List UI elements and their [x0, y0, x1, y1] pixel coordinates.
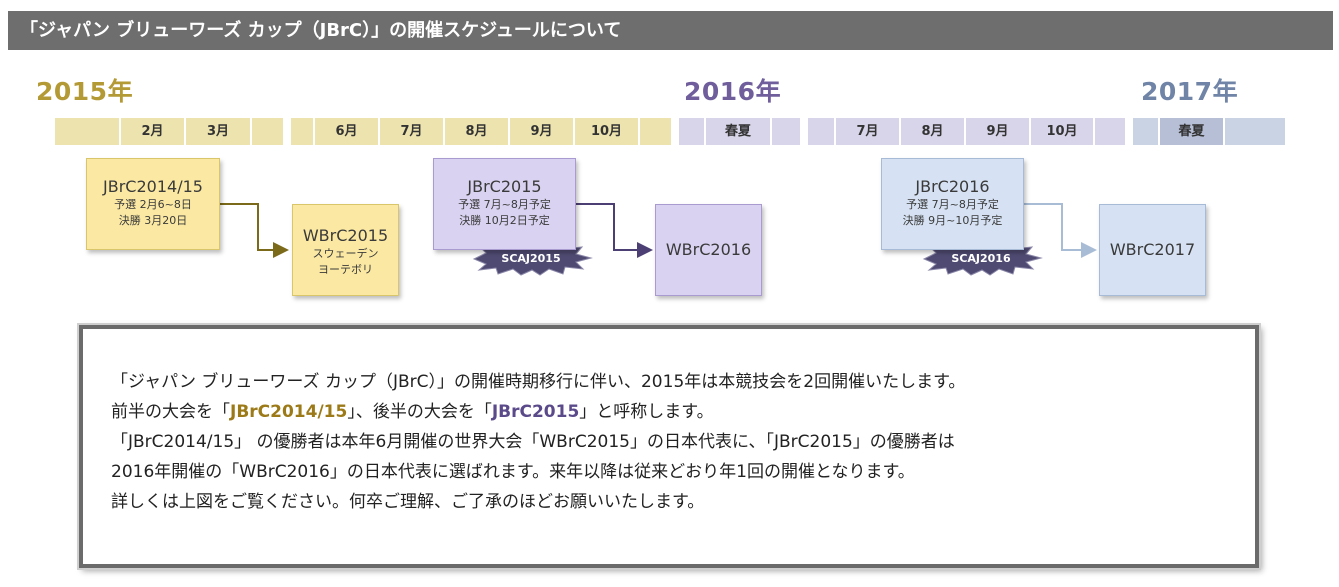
notice-text: 前半の大会を「: [111, 402, 230, 422]
timeline-month-7: 7月: [378, 118, 443, 145]
timeline-month-8: 8月: [443, 118, 508, 145]
event-detail: ヨーテボリ: [318, 263, 373, 276]
page-title: 「ジャパン ブリューワーズ カップ（JBrC）」の開催スケジュールについて: [20, 20, 622, 41]
notice-box: 「ジャパン ブリューワーズ カップ（JBrC）」の開催時期移行に伴い、2015年…: [79, 325, 1259, 568]
arrow-jbrc2016-to-wbrc2017: [1024, 203, 1097, 258]
timeline-month-10b: 10月: [1029, 118, 1093, 145]
timeline-cell-blank: [1223, 118, 1285, 145]
timeline-cell-blank: [55, 118, 119, 145]
timeline-month-6: 6月: [313, 118, 378, 145]
timeline-spring-2016: 春夏: [704, 118, 770, 145]
timeline-cell-blank: [1093, 118, 1125, 145]
event-detail: 決勝 3月20日: [118, 214, 188, 227]
event-detail: スウェーデン: [312, 247, 379, 260]
timeline-month-9: 9月: [508, 118, 573, 145]
event-detail: 予選 7月~8月予定: [906, 198, 999, 211]
timeline-cell-blank: [250, 118, 283, 145]
event-title: JBrC2016: [915, 177, 990, 196]
timeline-month-2: 2月: [119, 118, 184, 145]
event-detail: 予選 2月6~8日: [114, 198, 192, 211]
event-detail: 決勝 10月2日予定: [459, 214, 550, 227]
timeline-month-3: 3月: [184, 118, 250, 145]
highlight-jbrc2015: JBrC2015: [491, 402, 580, 422]
event-detail: 予選 7月~8月予定: [458, 198, 551, 211]
event-wbrc2016: WBrC2016: [655, 204, 762, 296]
event-title: WBrC2017: [1109, 240, 1196, 259]
notice-line-3: 「JBrC2014/15」 の優勝者は本年6月開催の世界大会「WBrC2015」…: [111, 432, 955, 452]
notice-line-4: 2016年開催の「WBrC2016」の日本代表に選ばれます。来年以降は従来どおり…: [111, 462, 915, 482]
timeline-cell-blank: [1133, 118, 1158, 145]
scaj2015-badge: SCAJ2015: [501, 252, 561, 265]
event-detail: 決勝 9月~10月予定: [902, 214, 1003, 227]
event-title: JBrC2015: [467, 177, 542, 196]
timeline-cell-blank: [679, 118, 704, 145]
timeline-month-8b: 8月: [899, 118, 964, 145]
event-wbrc2017: WBrC2017: [1099, 204, 1206, 296]
page-header: 「ジャパン ブリューワーズ カップ（JBrC）」の開催スケジュールについて: [8, 11, 1333, 50]
notice-line-2: 前半の大会を「JBrC2014/15」、後半の大会を「JBrC2015」と呼称し…: [111, 397, 1255, 427]
event-jbrc2016: JBrC2016 予選 7月~8月予定 決勝 9月~10月予定: [881, 158, 1024, 250]
year-2015-label: 2015年: [36, 77, 134, 106]
timeline-spring-2017: 春夏: [1158, 118, 1223, 145]
event-jbrc2015: JBrC2015 予選 7月~8月予定 決勝 10月2日予定: [433, 158, 576, 250]
event-jbrc2014-15: JBrC2014/15 予選 2月6~8日 決勝 3月20日: [86, 158, 220, 250]
notice-text: 」と呼称します。: [579, 402, 714, 422]
event-title: WBrC2016: [665, 240, 752, 259]
timeline-month-7b: 7月: [834, 118, 899, 145]
timeline-month-10: 10月: [573, 118, 638, 145]
notice-text: 」、後半の大会を「: [347, 402, 492, 422]
notice-line-5: 詳しくは上図をご覧ください。何卒ご理解、ご了承のほどお願いいたします。: [111, 492, 705, 512]
event-wbrc2015: WBrC2015 スウェーデン ヨーテボリ: [292, 204, 399, 296]
event-title: WBrC2015: [302, 226, 389, 245]
scaj2016-badge: SCAJ2016: [951, 252, 1011, 265]
arrow-jbrc2014-to-wbrc2015: [220, 203, 289, 258]
timeline-month-9b: 9月: [964, 118, 1029, 145]
event-title: JBrC2014/15: [103, 177, 203, 196]
year-2016-label: 2016年: [684, 77, 782, 106]
timeline-cell-blank: [808, 118, 834, 145]
highlight-jbrc2014-15: JBrC2014/15: [230, 402, 348, 422]
year-2017-label: 2017年: [1141, 77, 1239, 106]
timeline-cell-blank: [291, 118, 313, 145]
timeline-cell-blank: [638, 118, 671, 145]
timeline-cell-blank: [770, 118, 800, 145]
notice-line-1: 「ジャパン ブリューワーズ カップ（JBrC）」の開催時期移行に伴い、2015年…: [111, 372, 966, 392]
arrow-jbrc2015-to-wbrc2016: [576, 203, 653, 258]
